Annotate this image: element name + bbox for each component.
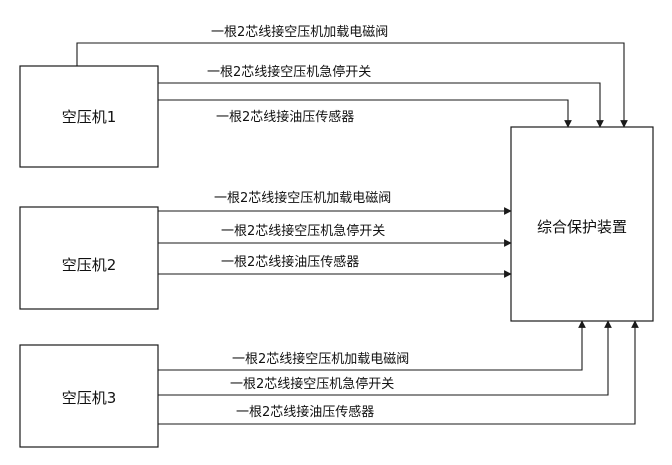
wire-c1-solenoid-label: 一根2芯线接空压机加载电磁阀 bbox=[211, 24, 388, 40]
compressor-2-label: 空压机2 bbox=[62, 256, 117, 274]
wire-c1-estop bbox=[158, 82, 604, 128]
wire-c2-oil-sensor-label: 一根2芯线接油压传感器 bbox=[221, 254, 359, 270]
wire-c3-solenoid bbox=[158, 320, 586, 371]
wire-c3-estop-label: 一根2芯线接空压机急停开关 bbox=[230, 376, 394, 392]
wire-c1-oil-sensor bbox=[158, 99, 572, 128]
wire-c2-solenoid-label: 一根2芯线接空压机加载电磁阀 bbox=[214, 190, 391, 206]
wire-c2-estop-label: 一根2芯线接空压机急停开关 bbox=[221, 223, 385, 239]
compressor-3-label: 空压机3 bbox=[62, 389, 117, 407]
wire-c3-solenoid-label: 一根2芯线接空压机加载电磁阀 bbox=[232, 351, 409, 367]
compressor-1-label: 空压机1 bbox=[62, 108, 117, 126]
wire-c3-oil-sensor bbox=[158, 320, 639, 425]
wire-c1-estop-label: 一根2芯线接空压机急停开关 bbox=[207, 64, 371, 80]
protection-device-node: 综合保护装置 bbox=[510, 126, 654, 322]
wire-c1-oil-sensor-label: 一根2芯线接油压传感器 bbox=[216, 109, 354, 125]
compressor-3-node: 空压机3 bbox=[19, 344, 159, 448]
wire-c3-estop bbox=[158, 320, 612, 396]
compressor-1-node: 空压机1 bbox=[19, 65, 159, 168]
compressor-2-node: 空压机2 bbox=[19, 206, 159, 310]
wire-c3-oil-sensor-label: 一根2芯线接油压传感器 bbox=[236, 404, 374, 420]
protection-device-label: 综合保护装置 bbox=[537, 218, 627, 236]
wire-c1-solenoid bbox=[76, 42, 628, 128]
